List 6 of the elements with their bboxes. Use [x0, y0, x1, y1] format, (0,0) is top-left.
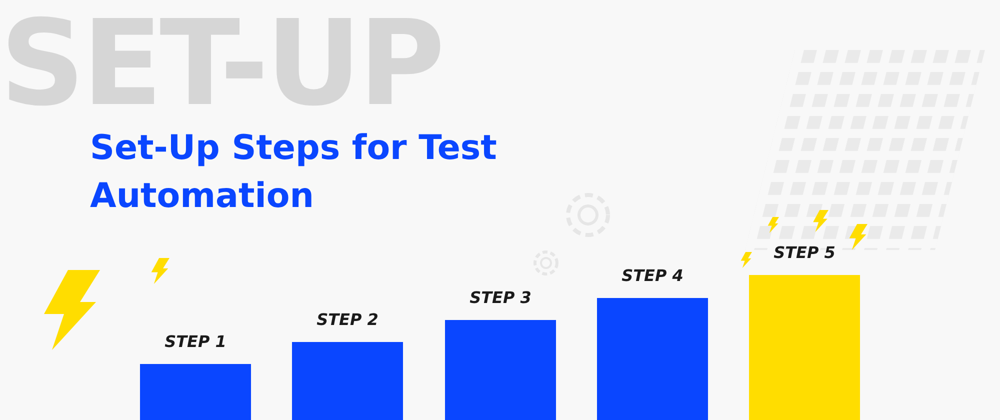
step-label: STEP 1 [164, 332, 228, 351]
title: Set-Up Steps for Test Automation [90, 127, 498, 218]
step-label: STEP 2 [316, 310, 380, 329]
step-label: STEP 3 [468, 288, 532, 307]
step-label: STEP 4 [620, 266, 684, 285]
step-label: STEP 5 [772, 243, 836, 262]
